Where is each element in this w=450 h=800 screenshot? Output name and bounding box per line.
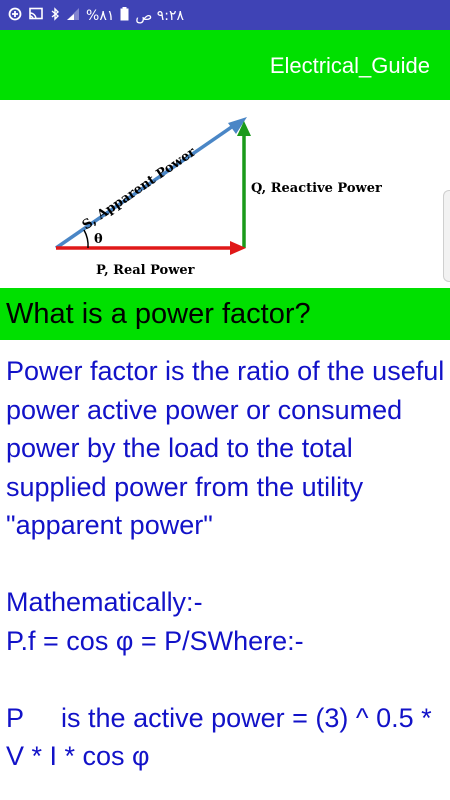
formula-line: P.f = cos φ = P/SWhere:- [6,625,304,656]
angle-label: θ [94,232,103,247]
apparent-power-label: S, Apparent Power [80,145,199,234]
real-power-label: P, Real Power [96,263,195,278]
bluetooth-icon [50,7,60,25]
cast-icon [28,7,44,25]
battery-icon [120,7,129,25]
reactive-power-arrowhead [237,121,251,136]
spacer [6,660,446,699]
spacer [6,545,446,584]
math-title: Mathematically:- [6,587,203,617]
reactive-power-label: Q, Reactive Power [251,181,382,196]
data-saver-icon [8,7,22,25]
active-power-line: P is the active power = (3) ^ 0.5 * V * … [6,702,440,772]
app-bar: Electrical_Guide [0,30,450,100]
section-heading: What is a power factor? [6,298,311,330]
power-triangle-diagram: θ S, Apparent Power Q, Reactive Power P,… [44,108,406,284]
app-title: Electrical_Guide [269,53,430,78]
definition-paragraph: Power factor is the ratio of the useful … [6,356,445,540]
status-bar: %٨١ ٩:٢٨ ص [0,0,450,30]
status-icons: %٨١ ٩:٢٨ ص [8,7,184,25]
status-time: ٩:٢٨ ص [135,8,185,24]
article-body: Power factor is the ratio of the useful … [6,352,446,776]
real-power-arrowhead [230,241,246,255]
signal-icon [66,7,80,25]
angle-arc [83,229,89,249]
apparent-power-arrow [55,122,237,250]
scroll-handle[interactable] [443,190,450,282]
heading-band: What is a power factor? [0,288,450,340]
apparent-power-arrowhead [228,117,247,134]
battery-percent: %٨١ [86,8,115,24]
